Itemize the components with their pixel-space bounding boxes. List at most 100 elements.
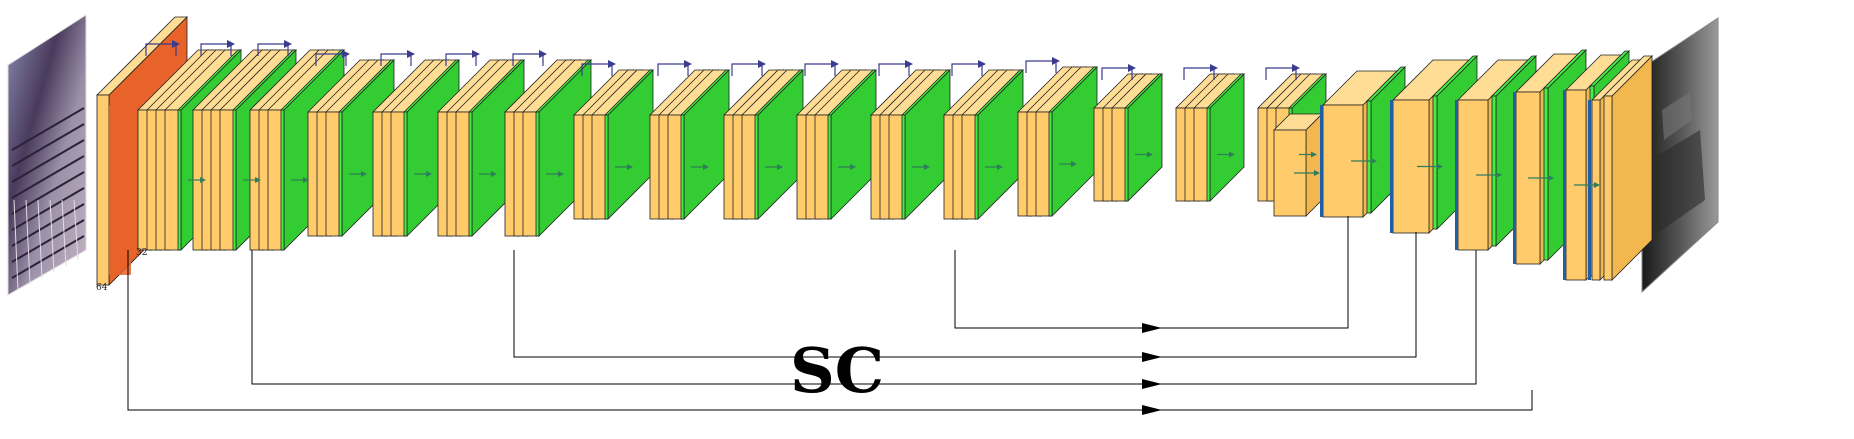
- flow-arrowhead: [1311, 151, 1317, 158]
- upconv-layer-side: [1305, 113, 1323, 217]
- activation-layer-face: [403, 111, 408, 237]
- skip-arrowhead: [1142, 323, 1162, 333]
- skip-line: [127, 250, 1533, 411]
- conv-layer-face: [325, 111, 341, 237]
- norm-strip: [1513, 92, 1516, 264]
- skip-arrowhead: [1142, 405, 1162, 415]
- flow-arrowhead: [303, 177, 309, 183]
- conv-layer-face: [267, 109, 283, 251]
- flow-arrowhead: [1371, 158, 1377, 164]
- input-image-detail: [11, 139, 85, 183]
- skip-line: [251, 250, 1477, 385]
- activation-layer-face: [535, 111, 540, 237]
- input-layer-face: [96, 94, 110, 286]
- input-image-detail: [11, 123, 85, 167]
- activation-layer: [1206, 73, 1245, 202]
- residual-arrow: [200, 43, 232, 56]
- input-image-detail: [73, 199, 79, 261]
- skip-connection-label: SC: [790, 334, 885, 407]
- flow-arrowhead: [1437, 163, 1443, 170]
- residual-arrowhead: [284, 40, 292, 48]
- activation-layer-face: [338, 111, 343, 237]
- residual-arrow: [1101, 67, 1133, 80]
- skip-connection-1: [127, 250, 1533, 415]
- conv-layer-face: [888, 114, 904, 220]
- residual-arrow: [951, 63, 983, 76]
- flow-arrowhead: [1314, 170, 1320, 176]
- residual-arrowhead: [905, 60, 913, 68]
- norm-strip: [1320, 105, 1323, 217]
- activation-layer-face: [280, 109, 285, 251]
- skip-arrowhead: [1142, 379, 1162, 389]
- residual-arrow: [657, 63, 689, 76]
- flow-arrowhead: [850, 164, 856, 170]
- skip-connection-2: [251, 250, 1477, 389]
- residual-arrow: [1025, 60, 1057, 73]
- residual-arrowhead: [172, 40, 180, 48]
- encoder-block-15: [1093, 64, 1163, 202]
- input-image-frame: [7, 14, 87, 296]
- encoder-block-4: [307, 50, 395, 237]
- conv-layer-face: [741, 114, 757, 220]
- flow-arrowhead: [200, 177, 206, 183]
- input-image-icon: [7, 14, 87, 296]
- activation-layer-face: [1124, 107, 1129, 202]
- input-image-detail: [13, 199, 19, 291]
- flow-arrowhead: [1229, 151, 1235, 158]
- conv-layer-face: [1035, 111, 1051, 217]
- residual-arrowhead: [1052, 57, 1060, 65]
- activation-layer-face: [974, 114, 979, 220]
- residual-arrowhead: [608, 60, 616, 68]
- activation-layer-face: [1048, 111, 1053, 217]
- residual-arrowhead: [407, 50, 415, 58]
- residual-arrowhead: [342, 50, 350, 58]
- conv-layer-face: [961, 114, 977, 220]
- activation-layer-face: [754, 114, 759, 220]
- flow-arrowhead: [426, 171, 432, 177]
- skip-line: [954, 216, 1349, 329]
- conv-layer-face: [591, 114, 607, 220]
- residual-arrowhead: [684, 60, 692, 68]
- activation-layer-face: [604, 114, 609, 220]
- encoder-block-11: [796, 60, 877, 220]
- flow-arrowhead: [627, 164, 633, 170]
- flow-arrowhead: [255, 177, 261, 183]
- conv-layer-face: [814, 114, 830, 220]
- input-image-detail: [25, 199, 31, 285]
- conv-layer-face: [164, 109, 180, 251]
- activation-layer: [1048, 66, 1098, 217]
- residual-arrow: [445, 53, 477, 66]
- flow-arrowhead: [558, 171, 564, 177]
- output-depth-detail: [1662, 92, 1692, 140]
- residual-arrow: [380, 53, 412, 66]
- upconv-layer: [1273, 113, 1323, 217]
- activation-layer-face: [1206, 107, 1211, 202]
- activation-layer-face: [680, 114, 685, 220]
- encoder-block-14: [1017, 57, 1098, 217]
- norm-strip: [1390, 100, 1393, 233]
- residual-arrowhead: [1210, 64, 1218, 72]
- flow-arrowhead: [1496, 172, 1502, 178]
- residual-arrow: [581, 63, 613, 76]
- activation-layer-face: [1366, 100, 1372, 214]
- activation-layer-face: [232, 109, 237, 251]
- activation-layer: [604, 69, 654, 220]
- skip-line: [513, 232, 1417, 358]
- input-image-detail: [11, 235, 85, 279]
- output-depth-detail: [1650, 130, 1705, 235]
- residual-arrowhead: [472, 50, 480, 58]
- input-image-detail: [11, 107, 85, 151]
- norm-strip: [1563, 90, 1566, 280]
- flow-arrowhead: [1594, 182, 1600, 188]
- skip-arrowhead: [1142, 352, 1162, 362]
- flow-arrowhead: [1548, 175, 1554, 181]
- input-image-detail: [11, 203, 85, 247]
- activation-layer: [754, 69, 804, 220]
- activation-layer-face: [901, 114, 906, 220]
- activation-layer-face: [827, 114, 832, 220]
- activation-layer: [901, 69, 951, 220]
- input-image-detail: [11, 171, 85, 215]
- conv-layer-face: [390, 111, 406, 237]
